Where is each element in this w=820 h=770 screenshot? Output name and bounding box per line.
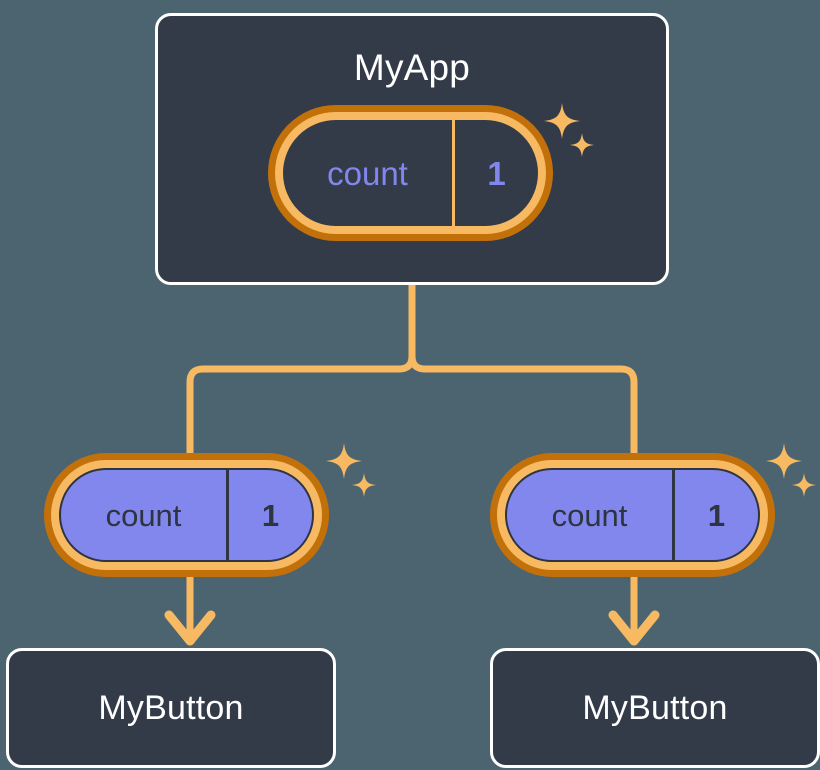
connector-branch-left bbox=[186, 352, 416, 466]
sparkle-small-icon bbox=[792, 473, 816, 497]
connector-branch-right bbox=[408, 352, 638, 466]
prop-pill-left[interactable]: count 1 bbox=[44, 453, 329, 577]
prop-pill-value: 1 bbox=[261, 497, 280, 533]
arrow-down-icon-right bbox=[608, 610, 660, 646]
prop-pill-right[interactable]: count 1 bbox=[490, 453, 775, 577]
prop-pill-outer-ring: count 1 bbox=[44, 453, 329, 577]
card-title-mybutton-left: MyButton bbox=[98, 689, 244, 727]
node-card-mybutton-left[interactable]: MyButton bbox=[6, 648, 336, 768]
prop-pill-value: 1 bbox=[707, 497, 726, 533]
state-pill-value: 1 bbox=[487, 154, 506, 192]
state-pill-body: count 1 bbox=[283, 120, 538, 226]
prop-pill-body: count 1 bbox=[59, 468, 314, 562]
prop-pill-inner-ring: count 1 bbox=[51, 460, 322, 570]
arrow-down-icon-left bbox=[164, 610, 216, 646]
prop-pill-key: count bbox=[507, 470, 675, 560]
sparkle-small-icon bbox=[352, 473, 376, 497]
state-pill-key: count bbox=[283, 120, 455, 226]
state-pill-outer-ring: count 1 bbox=[268, 105, 553, 241]
sparkle-large-icon bbox=[326, 443, 362, 479]
prop-pill-key: count bbox=[61, 470, 229, 560]
card-title-myapp: MyApp bbox=[353, 47, 471, 88]
card-title-mybutton-right: MyButton bbox=[582, 689, 728, 727]
prop-pill-inner-ring: count 1 bbox=[497, 460, 768, 570]
node-card-mybutton-right[interactable]: MyButton bbox=[490, 648, 820, 768]
prop-pill-body: count 1 bbox=[505, 468, 760, 562]
sparkle-group-left bbox=[326, 443, 376, 497]
state-pill-myapp[interactable]: count 1 bbox=[268, 105, 553, 241]
prop-pill-outer-ring: count 1 bbox=[490, 453, 775, 577]
state-pill-inner-ring: count 1 bbox=[275, 112, 546, 234]
